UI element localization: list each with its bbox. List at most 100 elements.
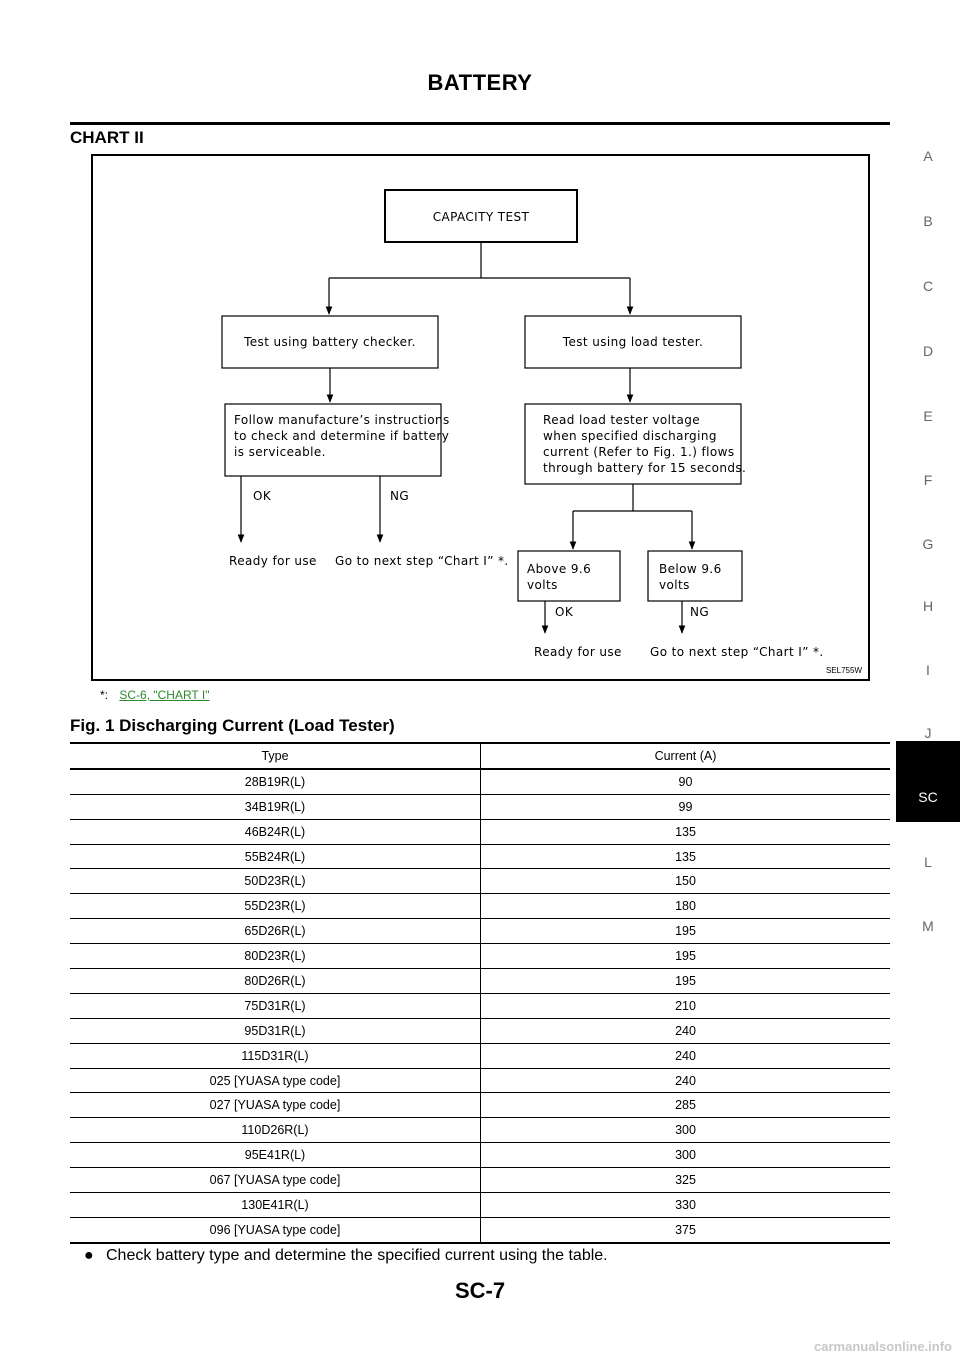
type-cell: 28B19R(L) [70,768,481,795]
side-index-letter[interactable]: G [922,536,934,552]
instruction-line: Read load tester voltage [543,413,700,427]
current-cell: 210 [675,998,696,1013]
next-step-result: Go to next step “Chart I” *. [335,554,509,568]
instruction-line: is serviceable. [234,445,326,459]
below-voltage-line: Below 9.6 [659,562,722,576]
type-cell: 55D23R(L) [70,893,481,919]
capacity-test-box [384,189,578,243]
table-row: 80D26R(L) 195 [70,968,890,994]
type-cell: 46B24R(L) [70,819,481,845]
type-cell: 75D31R(L) [70,993,481,1019]
current-cell: 240 [675,1048,696,1063]
current-cell: 325 [675,1173,696,1188]
current-cell: 150 [675,874,696,889]
side-index-letter[interactable]: F [923,472,933,488]
current-cell: 195 [675,949,696,964]
battery-checker-label: Test using battery checker. [243,335,416,349]
type-cell: 067 [YUASA type code] [70,1167,481,1193]
footnote-mark: *: [100,688,109,702]
side-index-letter[interactable]: L [924,854,932,870]
current-cell: 135 [675,824,696,839]
above-voltage-line: Above 9.6 [527,562,591,576]
chart-i-link[interactable]: SC-6, "CHART I" [119,688,210,702]
load-tester-box [524,315,742,369]
instruction-line: current (Refer to Fig. 1.) flows [543,445,735,459]
side-index-letter[interactable]: E [923,408,933,424]
type-cell: 027 [YUASA type code] [70,1092,481,1118]
page-title: BATTERY [427,70,533,95]
manufacturer-instructions-box [224,403,442,477]
side-index-letter[interactable]: I [926,662,930,678]
ready-for-use-result: Ready for use [229,554,317,568]
instruction-line: when specified discharging [543,429,717,443]
table-row: 096 [YUASA type code]375 [70,1217,890,1243]
table-header-row: Type Current (A) [70,743,890,769]
above-voltage-line: volts [527,578,558,592]
current-cell: 240 [675,1023,696,1038]
table-row: 110D26R(L)300 [70,1117,890,1143]
side-index-letter[interactable]: J [924,725,932,741]
side-index-letter[interactable]: B [923,213,933,229]
type-cell: 95D31R(L) [70,1018,481,1044]
section-title: CHART II [70,128,144,147]
side-index-letter[interactable]: H [922,598,934,614]
current-cell: 135 [675,849,696,864]
side-index-letter[interactable]: D [922,343,934,359]
current-cell: 180 [675,899,696,914]
load-tester-instructions-box [524,403,742,485]
current-cell: 285 [675,1098,696,1113]
capacity-test-label: CAPACITY TEST [433,210,530,224]
ready-for-use-result: Ready for use [534,645,622,659]
table-row: 027 [YUASA type code] 285 [70,1092,890,1118]
bullet-note: ● Check battery type and determine the sp… [84,1247,608,1265]
table-title: Fig. 1 Discharging Current (Load Tester) [70,716,395,735]
header-rule [70,122,890,125]
table-row: 025 [YUASA type code]240 [70,1068,890,1093]
above-voltage-box [517,550,621,602]
table-row: 50D23R(L)150 [70,868,890,894]
side-index-letter[interactable]: A [923,148,933,164]
type-cell: 025 [YUASA type code] [70,1068,481,1093]
ok-label: OK [555,605,574,619]
table-row: 067 [YUASA type code] 325 [70,1167,890,1193]
table-row: 34B19R(L) 99 [70,794,890,820]
bullet-icon: ● [84,1247,94,1264]
type-cell: 95E41R(L) [70,1142,481,1168]
table-row: 80D23R(L)195 [70,943,890,969]
table-row: 75D31R(L) 210 [70,993,890,1019]
current-cell: 99 [678,799,693,814]
current-cell: 330 [675,1197,696,1212]
type-cell: 55B24R(L) [70,844,481,869]
footnote: *: SC-6, "CHART I" [100,688,209,702]
table-row: 28B19R(L) 90 [70,768,890,795]
table-row: 46B24R(L) 135 [70,819,890,845]
load-tester-label: Test using load tester. [562,335,703,349]
next-step-result: Go to next step “Chart I” *. [650,645,824,659]
table-row: 130E41R(L) 330 [70,1192,890,1218]
type-cell: 110D26R(L) [70,1117,481,1143]
current-cell: 90 [678,774,693,789]
flowchart-figure: CAPACITY TEST Test using battery checker… [91,154,870,681]
column-header-type: Type [70,743,481,769]
table-row: 115D31R(L) 240 [70,1043,890,1069]
side-index-letter[interactable]: C [922,278,934,294]
type-cell: 34B19R(L) [70,794,481,820]
type-cell: 130E41R(L) [70,1192,481,1218]
type-cell: 80D26R(L) [70,968,481,994]
flowchart-diagram: CAPACITY TEST Test using battery checker… [221,189,824,659]
bullet-note-text: Check battery type and determine the spe… [106,1247,608,1264]
side-index-letter[interactable]: M [922,918,934,934]
instruction-line: to check and determine if battery [234,429,449,443]
instruction-line: through battery for 15 seconds. [543,461,746,475]
page-number: SC-7 [454,1278,506,1303]
current-cell: 195 [675,973,696,988]
current-cell: 195 [675,924,696,939]
side-index-letter-active[interactable]: SC [918,789,938,805]
table-row: 95D31R(L) 240 [70,1018,890,1044]
below-voltage-box [647,550,743,602]
type-cell: 115D31R(L) [70,1043,481,1069]
side-index-active-tab [896,741,960,822]
discharging-current-table: Type Current (A) 28B19R(L) 90 34B19R(L) 99… [70,742,890,1244]
current-cell: 300 [675,1148,696,1163]
table-row: 95E41R(L) 300 [70,1142,890,1168]
